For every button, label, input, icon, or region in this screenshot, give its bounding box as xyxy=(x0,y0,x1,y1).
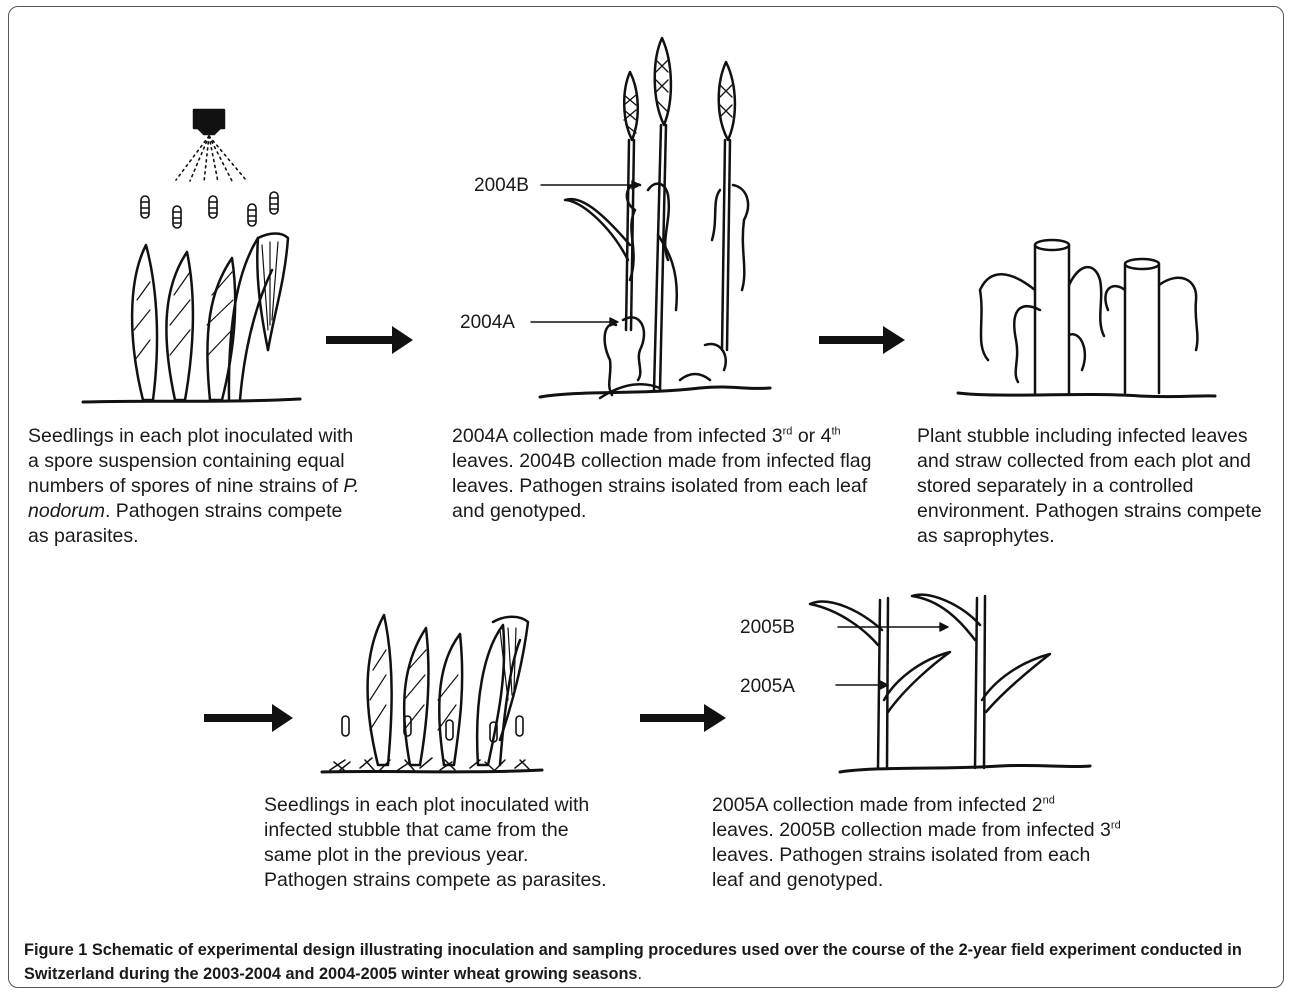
panel3-text: Plant stubble including infected leaves … xyxy=(917,425,1262,547)
panel5-text-b: leaves. 2005B collection made from infec… xyxy=(712,819,1111,841)
plant-stubble-icon xyxy=(958,240,1215,397)
caption-text: Schematic of experimental design illustr… xyxy=(24,941,1242,983)
panel2-text-b: or 4 xyxy=(792,425,831,447)
panel1-text: Seedlings in each plot inoculated with a… xyxy=(28,425,353,497)
panel3-description: Plant stubble including infected leaves … xyxy=(917,424,1272,549)
spore-icons xyxy=(141,192,278,228)
panel2-sup-b: th xyxy=(831,426,840,438)
panel4-text: Seedlings in each plot inoculated with i… xyxy=(264,794,607,891)
panel2-text-a: 2004A collection made from infected 3 xyxy=(452,425,783,447)
panel5-text-a: 2005A collection made from infected 2 xyxy=(712,794,1043,816)
pointer-2005A-icon xyxy=(836,681,888,689)
arrow-3-icon xyxy=(204,704,293,732)
label-2005B: 2005B xyxy=(740,617,795,639)
sprayer-nozzle-icon xyxy=(176,110,246,182)
panel5-sup-b: rd xyxy=(1111,820,1121,832)
seedlings-with-stubble-icon xyxy=(322,615,542,772)
panel2-text-c: leaves. 2004B collection made from infec… xyxy=(452,450,872,522)
panel5-sup-a: nd xyxy=(1043,795,1055,807)
panel5-description: 2005A collection made from infected 2nd … xyxy=(712,793,1122,893)
panel5-text-c: leaves. Pathogen strains isolated from e… xyxy=(712,844,1090,891)
label-2005A: 2005A xyxy=(740,676,795,698)
arrow-2-icon xyxy=(819,326,905,354)
arrow-4-icon xyxy=(640,704,726,732)
panel2-description: 2004A collection made from infected 3rd … xyxy=(452,424,872,524)
panel4-description: Seedlings in each plot inoculated with i… xyxy=(264,793,614,893)
caption-figure-label: Figure 1 xyxy=(24,941,87,959)
figure-caption: Figure 1 Schematic of experimental desig… xyxy=(24,938,1280,986)
panel2-sup-a: rd xyxy=(783,426,793,438)
panel1-description: Seedlings in each plot inoculated with a… xyxy=(28,424,368,549)
young-wheat-plants-icon xyxy=(810,595,1090,772)
arrow-1-icon xyxy=(326,326,413,354)
seedling-leaves-icon xyxy=(83,234,300,403)
pointer-2004B-icon xyxy=(541,181,640,189)
pointer-2004A-icon xyxy=(531,318,618,326)
label-2004A: 2004A xyxy=(460,312,515,334)
caption-end: . xyxy=(637,965,642,983)
label-2004B: 2004B xyxy=(474,175,529,197)
mature-wheat-plant-icon xyxy=(540,38,770,398)
